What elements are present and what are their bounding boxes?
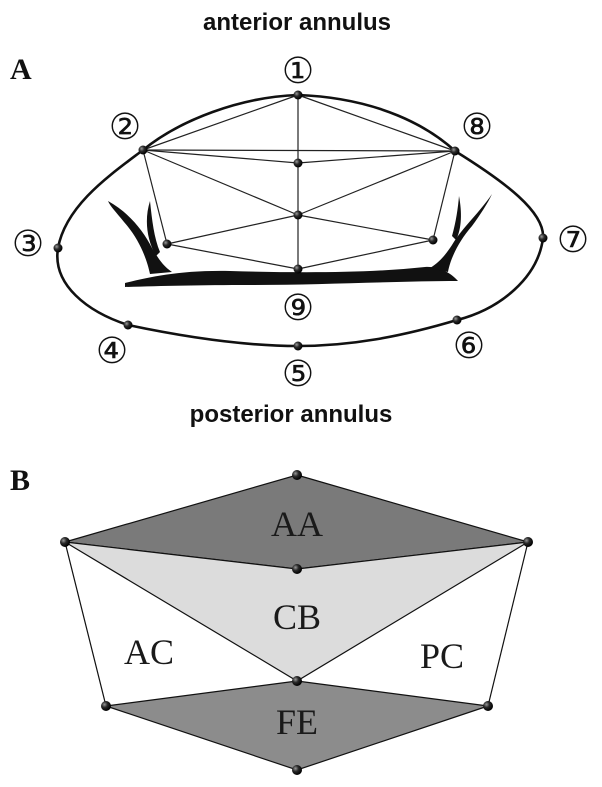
node-b-lower-left: [101, 701, 111, 711]
marker-7: ⑦: [557, 220, 589, 261]
marker-6: ⑥: [453, 326, 485, 367]
papillary-muscles: [108, 194, 492, 287]
right-papillary-tip: [452, 196, 461, 240]
panel-b-letter: B: [10, 464, 30, 497]
node-b-aa-bottom: [292, 564, 302, 574]
marker-2: ②: [109, 107, 141, 148]
region-fe-label: FE: [276, 702, 318, 742]
node-2: [138, 145, 148, 155]
anterior-annulus-label: anterior annulus: [203, 9, 391, 36]
node-b-bottom: [292, 765, 302, 775]
node-b-cb-bottom: [292, 676, 302, 686]
marker-1: ①: [282, 51, 314, 92]
panel-b: B AA CB AC PC FE: [10, 464, 533, 775]
panel-a-letter: A: [10, 53, 32, 86]
marker-3: ③: [12, 224, 44, 265]
node-3: [53, 243, 63, 253]
node-center-middle: [293, 210, 303, 220]
marker-8: ⑧: [461, 107, 493, 148]
leaflet-mesh: [142, 94, 456, 270]
marker-9: ⑨: [282, 288, 314, 329]
node-5: [293, 341, 303, 351]
node-8: [450, 146, 460, 156]
node-4: [123, 320, 133, 330]
node-1: [293, 90, 303, 100]
region-ac-label: AC: [124, 632, 174, 672]
panel-a-markers: ① ② ③ ④ ⑤ ⑥ ⑦ ⑧ ⑨: [12, 51, 589, 395]
region-cb-label: CB: [273, 597, 321, 637]
node-7: [538, 233, 548, 243]
panel-a: A anterior annulus posterior annulus: [10, 9, 589, 428]
region-aa-label: AA: [271, 504, 323, 544]
marker-4: ④: [96, 331, 128, 372]
panel-b-nodes: [60, 470, 533, 775]
node-9: [293, 264, 303, 274]
node-b-left: [60, 537, 70, 547]
panel-b-edges: [64, 541, 529, 707]
node-center-upper: [293, 158, 303, 168]
node-b-right: [523, 537, 533, 547]
node-right-inner: [428, 235, 438, 245]
node-6: [452, 315, 462, 325]
chordae-band: [125, 266, 458, 287]
left-papillary-muscle: [108, 201, 172, 274]
right-papillary-muscle: [430, 194, 492, 272]
posterior-annulus-label: posterior annulus: [190, 401, 393, 428]
node-b-top: [292, 470, 302, 480]
panel-a-nodes: [53, 90, 548, 351]
left-papillary-tip: [146, 201, 160, 256]
node-b-lower-right: [483, 701, 493, 711]
marker-5: ⑤: [282, 354, 314, 395]
node-left-inner: [162, 239, 172, 249]
region-pc-label: PC: [420, 636, 464, 676]
